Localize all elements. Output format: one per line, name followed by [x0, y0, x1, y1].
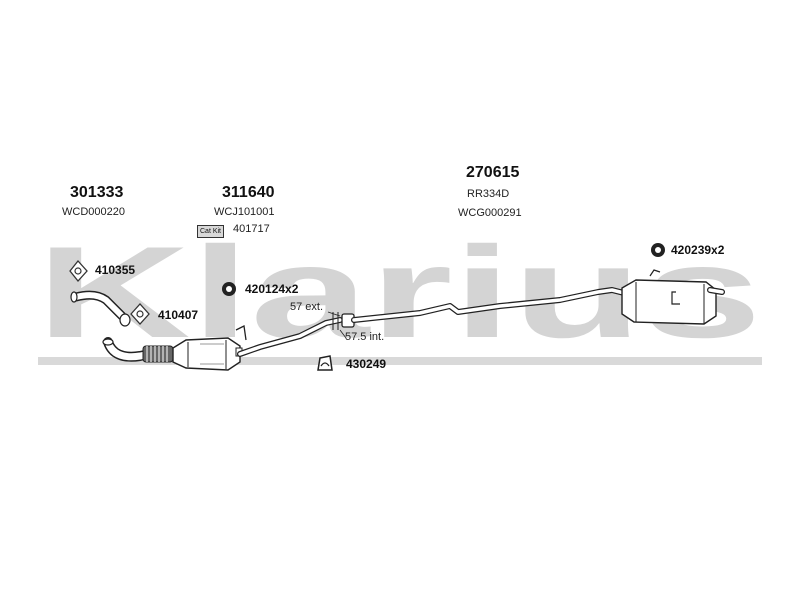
rubber-hanger-icon [222, 282, 236, 296]
rubber-hanger-icon [651, 243, 665, 257]
cat-kit-number: 401717 [233, 223, 270, 235]
part-number-catalyst: 311640 [222, 184, 275, 201]
gasket-icon [69, 259, 88, 283]
fitting-number: 420124x2 [245, 282, 299, 296]
catalytic-converter [172, 337, 241, 371]
flex-section [142, 345, 174, 363]
dimension-external: 57 ext. [290, 301, 324, 313]
code-rear-section-b: WCG000291 [458, 207, 522, 219]
part-number-front-pipe: 301333 [70, 184, 124, 201]
fitting-number: 430249 [346, 357, 387, 371]
rear-silencer [621, 279, 717, 325]
fitting-number: 410407 [158, 308, 199, 322]
clamp-icon [317, 355, 333, 371]
part-number-rear-section: 270615 [466, 164, 520, 181]
gasket-icon [130, 303, 150, 325]
fitting-number: 410355 [95, 263, 136, 277]
dimension-internal: 57.5 int. [345, 331, 385, 343]
code-front-pipe: WCD000220 [62, 206, 125, 218]
code-rear-section-a: RR334D [467, 188, 510, 200]
fitting-number: 420239x2 [671, 243, 725, 257]
code-catalyst: WCJ101001 [214, 206, 275, 218]
cat-kit-badge: Cat Kit [197, 225, 225, 238]
